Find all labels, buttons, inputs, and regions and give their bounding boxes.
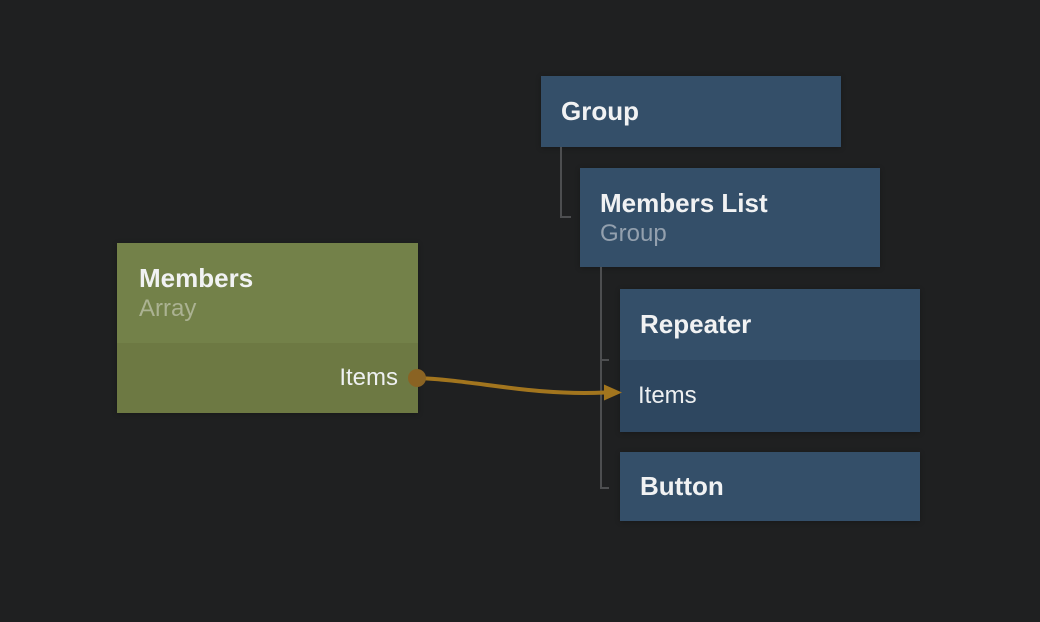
node-header: Members Array: [117, 243, 418, 343]
node-header: Button: [620, 452, 920, 521]
node-title: Button: [640, 471, 724, 501]
node-button[interactable]: Button: [620, 452, 920, 521]
node-header: Repeater: [620, 289, 920, 360]
node-subtitle: Group: [600, 219, 667, 247]
node-members-list[interactable]: Members List Group: [580, 168, 880, 267]
port-row-items-output[interactable]: Items: [117, 343, 418, 413]
node-title: Repeater: [640, 309, 752, 339]
port-row-items-input[interactable]: Items: [620, 360, 920, 432]
node-header: Group: [541, 76, 841, 147]
node-title: Members: [139, 263, 254, 293]
connection-wire[interactable]: [408, 369, 622, 401]
node-header: Members List Group: [580, 168, 880, 267]
port-label: Items: [339, 364, 398, 391]
node-title: Members List: [600, 187, 768, 218]
connection-wire-path: [416, 376, 606, 395]
node-members[interactable]: Members Array Items: [117, 243, 418, 413]
tree-connector-members-list-children: [600, 267, 609, 489]
node-subtitle: Array: [139, 295, 197, 322]
node-repeater[interactable]: Repeater Items: [620, 289, 920, 432]
tree-connector-group-children: [560, 147, 571, 218]
node-title: Group: [561, 96, 639, 126]
node-group[interactable]: Group: [541, 76, 841, 147]
port-label: Items: [638, 382, 697, 409]
